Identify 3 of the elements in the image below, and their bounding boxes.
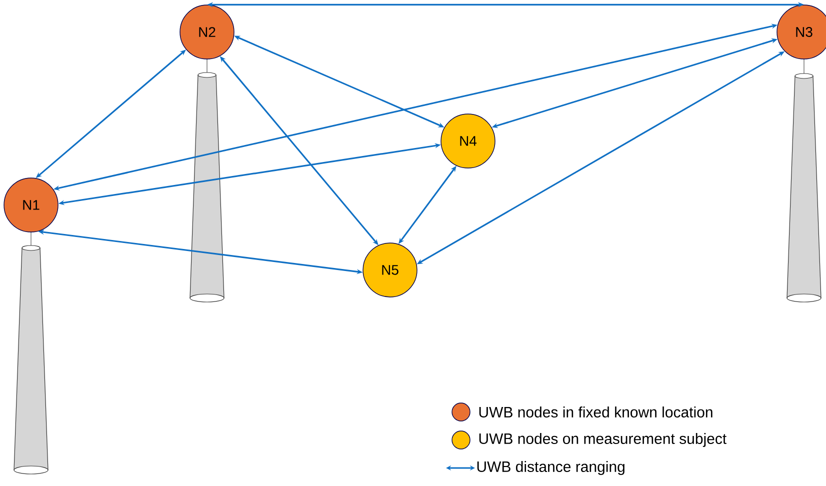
legend-text: UWB distance ranging xyxy=(477,461,624,475)
legend-text: UWB nodes on measurement subject xyxy=(479,433,726,447)
legend-text: UWB nodes in fixed known location xyxy=(479,406,712,418)
